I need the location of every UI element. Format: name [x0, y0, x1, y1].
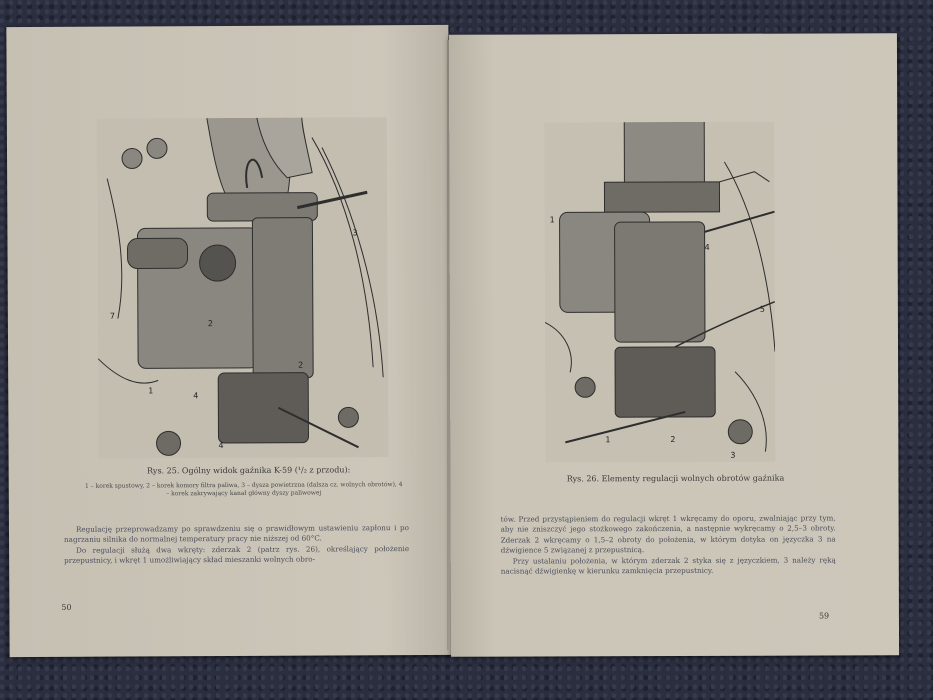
paragraph: Przy ustalaniu położenia, w którym zderz…	[500, 555, 836, 576]
callout-label: 1	[550, 215, 555, 224]
figure-legend: 1 – korek spustowy, 2 – korek komory fil…	[84, 481, 403, 497]
left-page: 3 7 2 1 4 2 4 Rys. 25. Ogólny widok gaźn…	[6, 24, 452, 658]
carburetor-illustration-k59: 3 7 2 1 4 2 4	[96, 117, 389, 459]
callout-label: 4	[193, 391, 198, 400]
callout-label: 2	[298, 361, 303, 370]
page-number: 59	[818, 611, 830, 621]
figure-caption: Rys. 26. Elementy regulacji wolnych obro…	[566, 473, 785, 484]
callout-label: 3	[352, 228, 357, 237]
body-text: tów. Przed przystąpieniem do regulacji w…	[501, 513, 836, 577]
callout-label: 5	[760, 305, 765, 314]
paragraph: Do regulacji służą dwa wkręty: zderzak 2…	[64, 543, 410, 566]
carburetor-idle-adjustment-illustration: 1 4 5 1 2 3	[544, 121, 776, 463]
callout-label: 1	[148, 386, 153, 395]
callout-label: 4	[219, 441, 224, 450]
callout-label: 2	[670, 435, 675, 444]
callout-label: 2	[208, 319, 213, 328]
body-text: Regulację przeprowadzamy po sprawdzeniu …	[64, 523, 409, 566]
paragraph: tów. Przed przystąpieniem do regulacji w…	[500, 513, 836, 555]
paragraph: Regulację przeprowadzamy po sprawdzeniu …	[64, 523, 410, 545]
figure-caption: Rys. 25. Ogólny widok gaźnika K-59 (¹/₂ …	[147, 465, 351, 476]
right-page: 1 4 5 1 2 3 Rys. 26. Elementy regulacji …	[448, 33, 900, 657]
callout-label: 7	[110, 312, 115, 321]
callout-label: 3	[730, 451, 735, 460]
callout-label: 1	[605, 435, 610, 444]
callout-label: 4	[705, 243, 710, 252]
page-number: 50	[61, 602, 72, 612]
